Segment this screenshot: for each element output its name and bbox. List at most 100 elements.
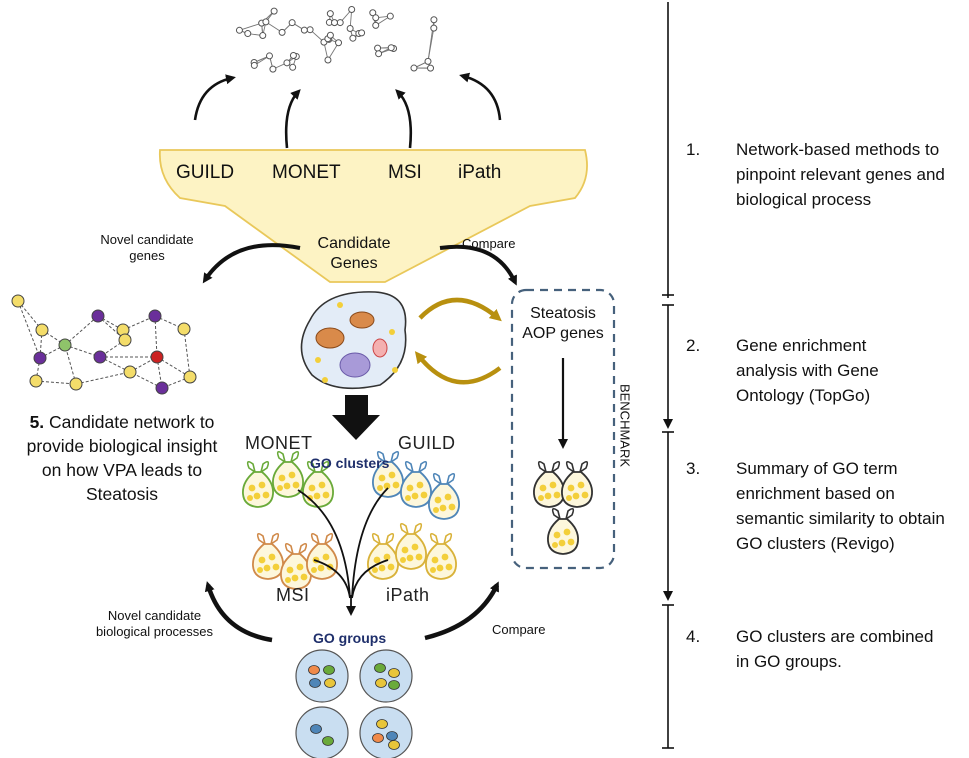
network-node [427, 64, 435, 72]
network-node [386, 12, 394, 20]
network-node [265, 52, 273, 60]
go-group-circle [295, 649, 349, 703]
go-group-circle [359, 649, 413, 703]
go-cluster-bag [252, 532, 284, 580]
network-node [270, 7, 278, 15]
network-node [289, 52, 297, 60]
down-arrow-enrichment [332, 395, 380, 440]
go-groups-label: GO groups [313, 630, 387, 646]
candidate-node [183, 370, 197, 384]
gold-arrow-to-cell [414, 351, 502, 385]
go-group-circle [295, 706, 349, 758]
go-cluster-bag [400, 460, 432, 508]
top-gene-network [235, 5, 438, 73]
candidate-network-label: 5. Candidate network to provide biologic… [26, 412, 218, 504]
candidate-node [58, 338, 72, 352]
converge-guild [351, 487, 389, 599]
arrow-compare-top [439, 244, 517, 286]
network-node [374, 44, 382, 52]
go-cluster-bag [428, 472, 460, 520]
arrow-novel-processes [204, 581, 273, 643]
network-node [259, 32, 267, 40]
cell-icon [300, 291, 407, 390]
candidate-node [150, 350, 164, 364]
go-clusters-label: GO clusters [310, 455, 390, 471]
loop-arrow-monet [284, 89, 301, 149]
network-node [424, 57, 432, 65]
network-node [306, 26, 314, 34]
candidate-node [11, 294, 25, 308]
network-node [358, 29, 366, 37]
candidate-node [93, 350, 107, 364]
go-cluster-bag [425, 532, 457, 580]
network-node [324, 56, 332, 64]
loop-arrow-ipath [459, 72, 502, 121]
candidate-node [91, 309, 105, 323]
network-node [235, 26, 243, 34]
network-node [326, 10, 334, 18]
go-cluster-bag [395, 522, 427, 570]
network-node [278, 28, 286, 36]
candidate-node [69, 377, 83, 391]
candidate-node [177, 322, 191, 336]
cluster-monet-label: MONET [245, 433, 313, 453]
network-node [326, 31, 334, 39]
network-node [283, 59, 291, 67]
benchmark-label: BENCHMARK [617, 383, 633, 468]
network-node [349, 34, 357, 42]
network-node [250, 61, 258, 69]
cluster-msi-label: MSI [276, 585, 310, 605]
go-cluster-bag [367, 532, 399, 580]
candidate-node [148, 309, 162, 323]
network-node [369, 9, 377, 17]
network-node [410, 64, 418, 72]
converge-monet [297, 489, 351, 599]
arrow-compare-bottom [424, 581, 500, 641]
converge-ipath [351, 559, 389, 599]
network-node [300, 26, 308, 34]
arrow-novel-genes [202, 243, 301, 284]
go-cluster-bag [242, 460, 274, 508]
candidate-node [29, 374, 43, 388]
cluster-ipath-label: iPath [386, 585, 430, 605]
candidate-node [123, 365, 137, 379]
compare-bottom-label: Compare [492, 622, 546, 637]
candidate-node [33, 351, 47, 365]
network-node [372, 21, 380, 29]
go-cluster-bag [533, 460, 565, 508]
go-cluster-bag [561, 460, 593, 508]
gold-arrow-to-aop [418, 297, 502, 322]
network-node [375, 50, 383, 58]
network-node [387, 44, 395, 52]
candidate-network [11, 294, 197, 395]
network-node [430, 16, 438, 24]
network-node [269, 65, 277, 73]
network-node [348, 5, 356, 13]
network-node [346, 24, 354, 32]
benchmark-box [510, 288, 616, 570]
candidate-node [155, 381, 169, 395]
candidate-node [118, 333, 132, 347]
network-node [430, 24, 438, 32]
network-node [244, 30, 252, 38]
compare-top-label: Compare [462, 236, 516, 251]
network-node [335, 39, 343, 47]
methods-funnel [158, 149, 588, 283]
loop-arrow-guild [193, 74, 236, 121]
method-msi: MSI [388, 162, 422, 183]
go-group-circle [359, 706, 413, 758]
candidate-node [35, 323, 49, 337]
network-node [330, 19, 338, 27]
network-node [288, 19, 296, 27]
loop-arrow-msi [395, 89, 413, 149]
cluster-guild-label: GUILD [398, 433, 456, 453]
network-node [289, 63, 297, 71]
method-guild: GUILD [176, 162, 235, 183]
go-cluster-bag [306, 532, 338, 580]
